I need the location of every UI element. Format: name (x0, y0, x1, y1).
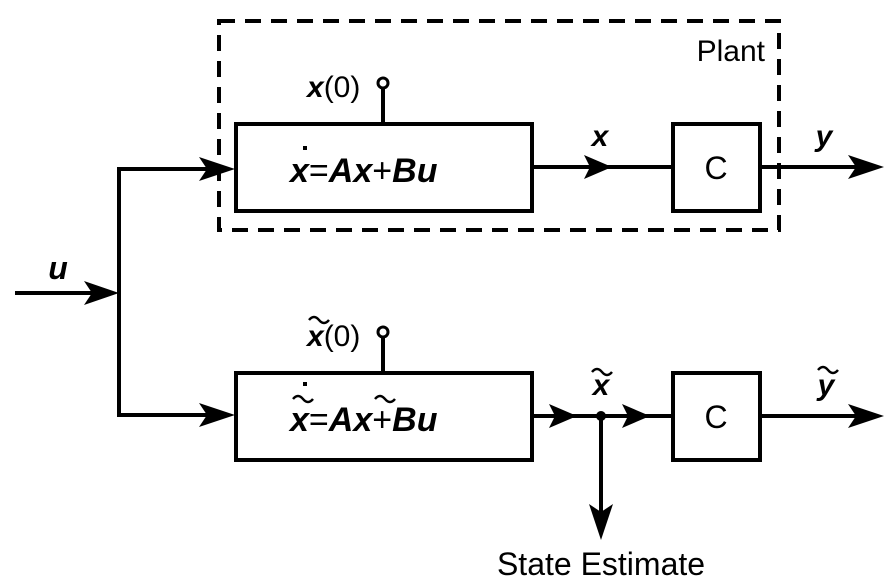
plant-xdot-dot (303, 146, 307, 150)
estimator-ic-label: x(0) (305, 320, 360, 353)
estimator-state-arrowhead-1 (549, 404, 577, 428)
plant-output-matrix-label: C (704, 150, 727, 186)
estimator-output-arrowhead (848, 404, 884, 428)
estimator-ic-terminal (376, 325, 390, 339)
estimator-state-tilde-icon (591, 367, 613, 377)
estimator-output-matrix-block (671, 371, 762, 462)
estimator-output-matrix-label: C (704, 399, 727, 435)
input-label: u (48, 250, 68, 286)
plant-state-label: x (590, 120, 610, 153)
estimator-state-label: x (591, 369, 611, 402)
split-line (117, 167, 219, 417)
state-estimate-arrowhead (589, 504, 613, 540)
input-arrowhead (84, 281, 119, 305)
estimator-xdot-dot (303, 382, 307, 386)
estimator-state-arrowhead-2 (622, 404, 650, 428)
plant-ic-terminal (376, 76, 390, 90)
estimator-input-arrowhead (199, 403, 235, 427)
estimator-rhs-tilde-icon (374, 394, 396, 404)
plant-label: Plant (697, 35, 766, 68)
plant-ic-label: x(0) (305, 71, 360, 104)
estimator-ic-tilde-icon (308, 315, 330, 325)
estimator-lhs-tilde-icon (292, 394, 314, 404)
plant-state-arrowhead (584, 155, 612, 179)
plant-output-matrix-block (671, 122, 762, 213)
estimator-equation: x=Ax+Bu (288, 401, 438, 439)
estimator-dynamics-block (234, 371, 534, 462)
plant-output-arrowhead (848, 155, 884, 179)
state-estimate-label: State Estimate (497, 546, 705, 582)
plant-boundary (217, 19, 781, 232)
plant-input-arrowhead (199, 157, 235, 181)
estimator-output-label: y (816, 369, 836, 402)
estimator-output-tilde-icon (817, 365, 839, 375)
plant-equation: x=Ax+Bu (288, 152, 438, 190)
plant-output-label: y (814, 120, 834, 153)
